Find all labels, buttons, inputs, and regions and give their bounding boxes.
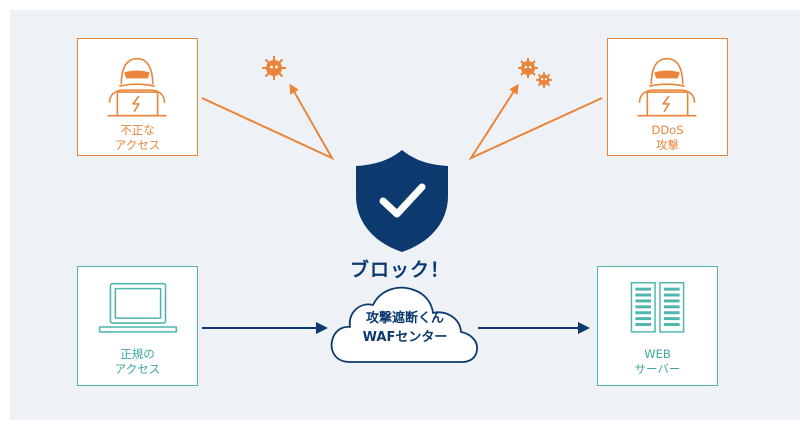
legit-access-label: 正規の アクセス — [114, 347, 161, 376]
threat-label-ddos: DDoS 攻撃 — [651, 123, 684, 152]
virus-icon — [518, 58, 538, 78]
attack-arrow-right — [468, 83, 603, 161]
virus-icon — [262, 56, 286, 80]
legit-access-box: 正規の アクセス — [77, 266, 198, 386]
attack-arrow-left — [201, 83, 335, 161]
waf-center-label: 攻撃遮断くん WAFセンター — [362, 311, 448, 345]
laptop-icon — [98, 282, 178, 333]
web-server-box: WEB サーバー — [597, 266, 718, 386]
web-server-label: WEB サーバー — [634, 347, 681, 376]
hacker-icon — [637, 57, 697, 117]
cloud-icon — [330, 286, 478, 363]
threat-box-unauthorized: 不正な アクセス — [77, 38, 198, 156]
virus-icon — [536, 72, 552, 88]
shield-check-icon — [356, 150, 448, 252]
block-label: ブロック！ — [349, 259, 450, 281]
threat-box-ddos: DDoS 攻撃 — [607, 38, 728, 156]
server-icon — [630, 281, 685, 333]
hacker-icon — [107, 57, 167, 117]
threat-label-unauthorized: 不正な アクセス — [114, 123, 161, 152]
